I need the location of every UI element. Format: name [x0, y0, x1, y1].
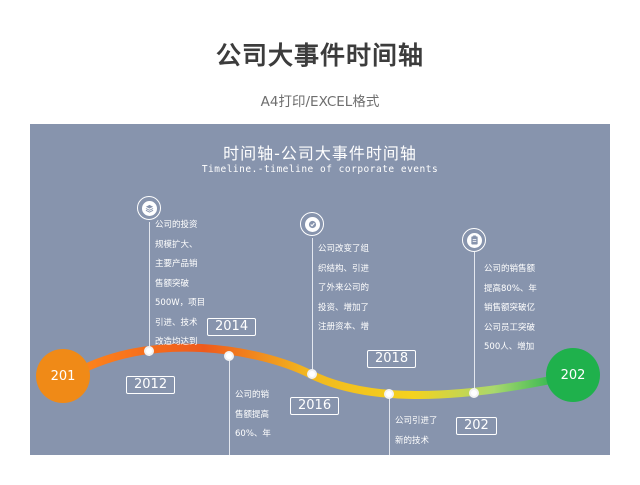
event-desc-2018: 公司引进了 新的技术: [395, 416, 438, 446]
event-dot-2012: [144, 346, 154, 356]
event-dot-202: [469, 388, 479, 398]
panel-subtitle: Timeline.-timeline of corporate events: [201, 164, 439, 175]
event-line-2018: [389, 394, 390, 455]
event-desc-2016: 公司改变了组 织结构、引进 了外来公司的 投资、增加了 注册资本、增: [318, 244, 370, 332]
event-dot-2014: [224, 351, 234, 361]
check-badge-icon: [300, 212, 324, 236]
event-line-2012: [149, 222, 150, 356]
timeline-panel: 时间轴-公司大事件时间轴 Timeline.-timeline of corpo…: [30, 124, 610, 455]
clipboard-icon: [462, 228, 486, 252]
layers-icon: [137, 196, 161, 220]
event-dot-2018: [384, 389, 394, 399]
page-title: 公司大事件时间轴: [215, 41, 424, 70]
event-dot-2016: [307, 369, 317, 379]
year-label-2014: 2014: [207, 318, 257, 336]
panel-title: 时间轴-公司大事件时间轴: [223, 144, 417, 163]
event-desc-2012: 公司的投资 规模扩大、 主要产品销 售额突破 500W，项目 引进、技术 改造均…: [155, 220, 206, 347]
event-line-2014: [229, 356, 230, 455]
year-label-2018: 2018: [367, 350, 417, 368]
year-label-202: 202: [456, 417, 497, 435]
page-subtitle: A4打印/EXCEL格式: [260, 94, 380, 110]
year-label-2012: 2012: [126, 376, 176, 394]
timeline-start-circle: 201: [36, 349, 90, 403]
event-desc-2014: 公司的销 售额提高 60%、年: [235, 390, 271, 439]
timeline-end-circle: 202: [546, 348, 600, 402]
event-line-2016: [312, 238, 313, 374]
year-label-2016: 2016: [290, 397, 340, 415]
event-desc-202: 公司的销售额 提高80%、年 销售额突破亿 公司员工突破 500人、增加: [484, 264, 537, 352]
event-line-202: [474, 252, 475, 394]
